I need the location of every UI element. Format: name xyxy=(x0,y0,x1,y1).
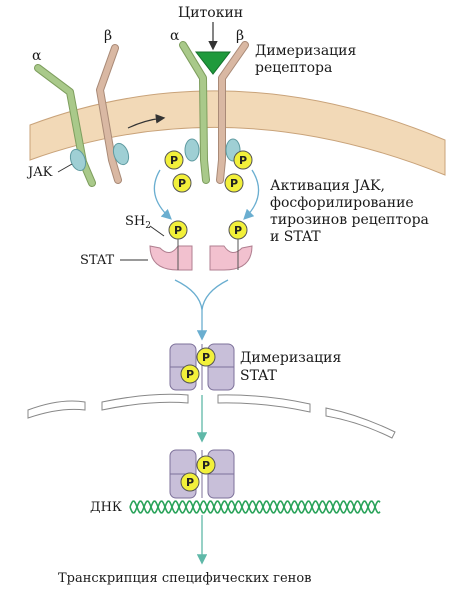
label-dna: ДНК xyxy=(90,500,122,515)
phospho-label: P xyxy=(234,224,242,237)
label-sh2: SH2 xyxy=(125,214,151,231)
label-stat-dimer-1: Димеризация xyxy=(240,350,341,366)
arrow-to-stat-right xyxy=(243,169,260,220)
phospho-label: P xyxy=(170,154,178,167)
nuclear-envelope xyxy=(27,393,396,439)
label-beta-left: β xyxy=(104,28,112,44)
label-jak-activation-2: фосфорилирование xyxy=(270,195,414,211)
label-transcription: Транскрипция специфических генов xyxy=(58,571,311,586)
label-beta-right: β xyxy=(236,28,244,44)
stat-dimer-nucleus xyxy=(169,449,235,499)
phospho-label: P xyxy=(186,476,194,489)
phospho-label: P xyxy=(202,351,210,364)
phospho-label: P xyxy=(230,177,238,190)
stat-left xyxy=(149,230,193,271)
stat-dimer-cytoplasm xyxy=(169,343,235,391)
jak-left-2 xyxy=(112,142,130,166)
receptor-beta-left xyxy=(96,44,122,184)
jak-right-1 xyxy=(184,138,200,162)
label-cytokine: Цитокин xyxy=(178,5,243,21)
label-jak: JAK xyxy=(26,165,53,180)
receptor-beta-right xyxy=(216,41,249,184)
sh2-leader xyxy=(149,225,165,237)
label-jak-activation-4: и STAT xyxy=(270,229,321,245)
phospho-receptor-group xyxy=(164,150,253,193)
phospho-label: P xyxy=(202,459,210,472)
label-receptor-dimer-2: рецептора xyxy=(255,60,332,76)
arrow-to-dimer xyxy=(174,279,229,311)
cytokine-triangle xyxy=(194,51,232,75)
phospho-label: P xyxy=(186,368,194,381)
jak-leader xyxy=(57,163,73,173)
phospho-stat-right xyxy=(228,220,248,240)
label-jak-activation-3: тирозинов рецептора xyxy=(270,212,429,228)
receptor-alpha-right xyxy=(179,41,210,184)
label-stat-dimer-2: STAT xyxy=(240,368,278,384)
phospho-stat-left xyxy=(168,220,188,240)
label-receptor-dimer-1: Димеризация xyxy=(255,43,356,59)
phospho-label: P xyxy=(239,154,247,167)
plasma-membrane xyxy=(29,90,446,176)
label-jak-activation-1: Активация JAK, xyxy=(270,178,385,194)
membrane-arrow xyxy=(127,114,166,129)
arrow-to-stat-left xyxy=(153,169,172,220)
receptor-alpha-left xyxy=(34,64,96,187)
label-stat: STAT xyxy=(80,253,115,268)
phospho-label: P xyxy=(174,224,182,237)
label-alpha-right: α xyxy=(170,28,180,44)
phospho-label: P xyxy=(178,177,186,190)
jak-left-1 xyxy=(69,148,87,172)
dna-helix xyxy=(129,500,381,514)
label-alpha-left: α xyxy=(32,48,42,64)
